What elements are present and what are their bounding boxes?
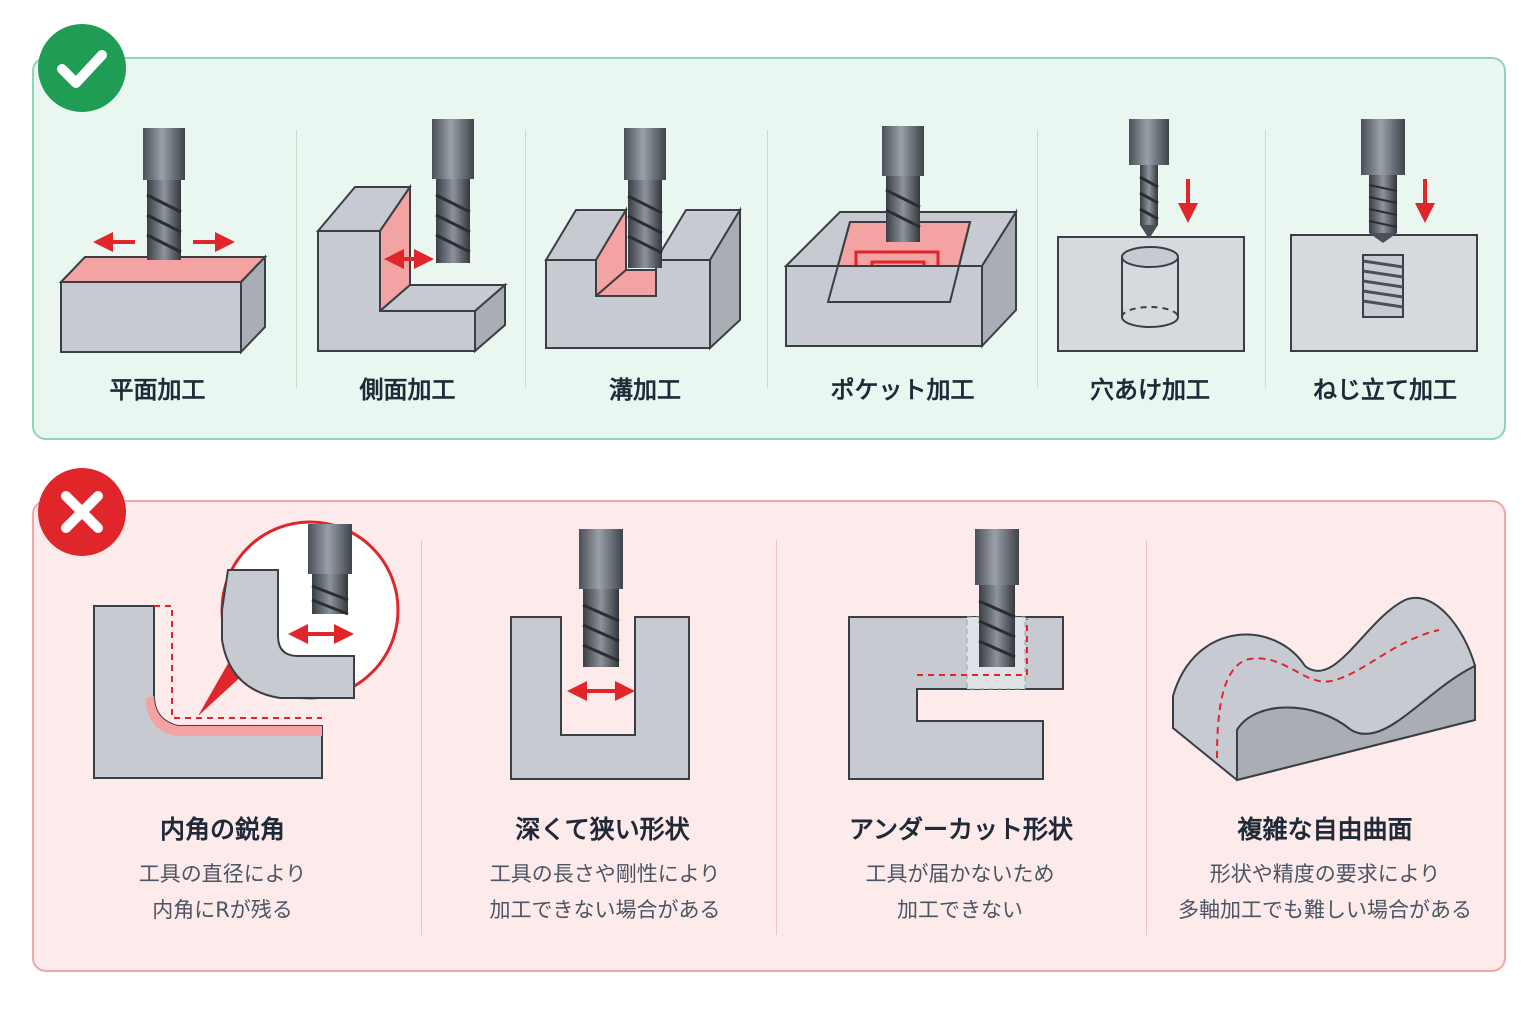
label-tapping: ねじ立て加工 <box>1313 376 1457 404</box>
desc-undercut-1: 工具が届かないため <box>865 862 1055 886</box>
title-freeform-surface: 複雑な自由曲面 <box>1237 815 1413 844</box>
title-undercut: アンダーカット形状 <box>848 815 1073 844</box>
side-milling-illustration <box>315 119 508 354</box>
freeform-surface-illustration <box>1172 597 1476 782</box>
deep-narrow-illustration <box>510 529 690 780</box>
desc-deep-narrow-2: 加工できない場合がある <box>489 898 721 922</box>
label-slot-milling: 溝加工 <box>609 376 681 404</box>
undercut-illustration <box>848 529 1064 780</box>
title-deep-narrow: 深くて狭い形状 <box>515 815 690 844</box>
desc-sharp-inner-corner-1: 工具の直径により <box>138 862 307 886</box>
desc-deep-narrow-1: 工具の長さや剛性により <box>489 862 721 886</box>
label-face-milling: 平面加工 <box>109 376 206 404</box>
desc-sharp-inner-corner-2: 内角にRが残る <box>152 898 293 922</box>
sharp-inner-corner-illustration <box>93 520 400 779</box>
label-side-milling: 側面加工 <box>359 376 456 404</box>
label-pocket-milling: ポケット加工 <box>830 376 975 404</box>
check-icon <box>57 50 107 88</box>
tapping-illustration <box>1290 119 1478 352</box>
cross-icon <box>61 491 103 533</box>
desc-undercut-2: 加工できない <box>897 898 1023 922</box>
cross-badge <box>38 468 126 556</box>
slot-milling-illustration <box>544 128 742 351</box>
title-sharp-inner-corner: 内角の鋭角 <box>159 815 285 844</box>
desc-freeform-surface-1: 形状や精度の要求により <box>1209 862 1441 886</box>
pocket-milling-illustration <box>783 126 1018 349</box>
label-drilling: 穴あけ加工 <box>1090 376 1210 404</box>
check-badge <box>38 24 126 112</box>
suitable-operations-panel <box>32 57 1506 440</box>
face-milling-illustration <box>58 128 268 355</box>
drilling-illustration <box>1057 119 1245 352</box>
desc-freeform-surface-2: 多軸加工でも難しい場合がある <box>1178 898 1472 922</box>
